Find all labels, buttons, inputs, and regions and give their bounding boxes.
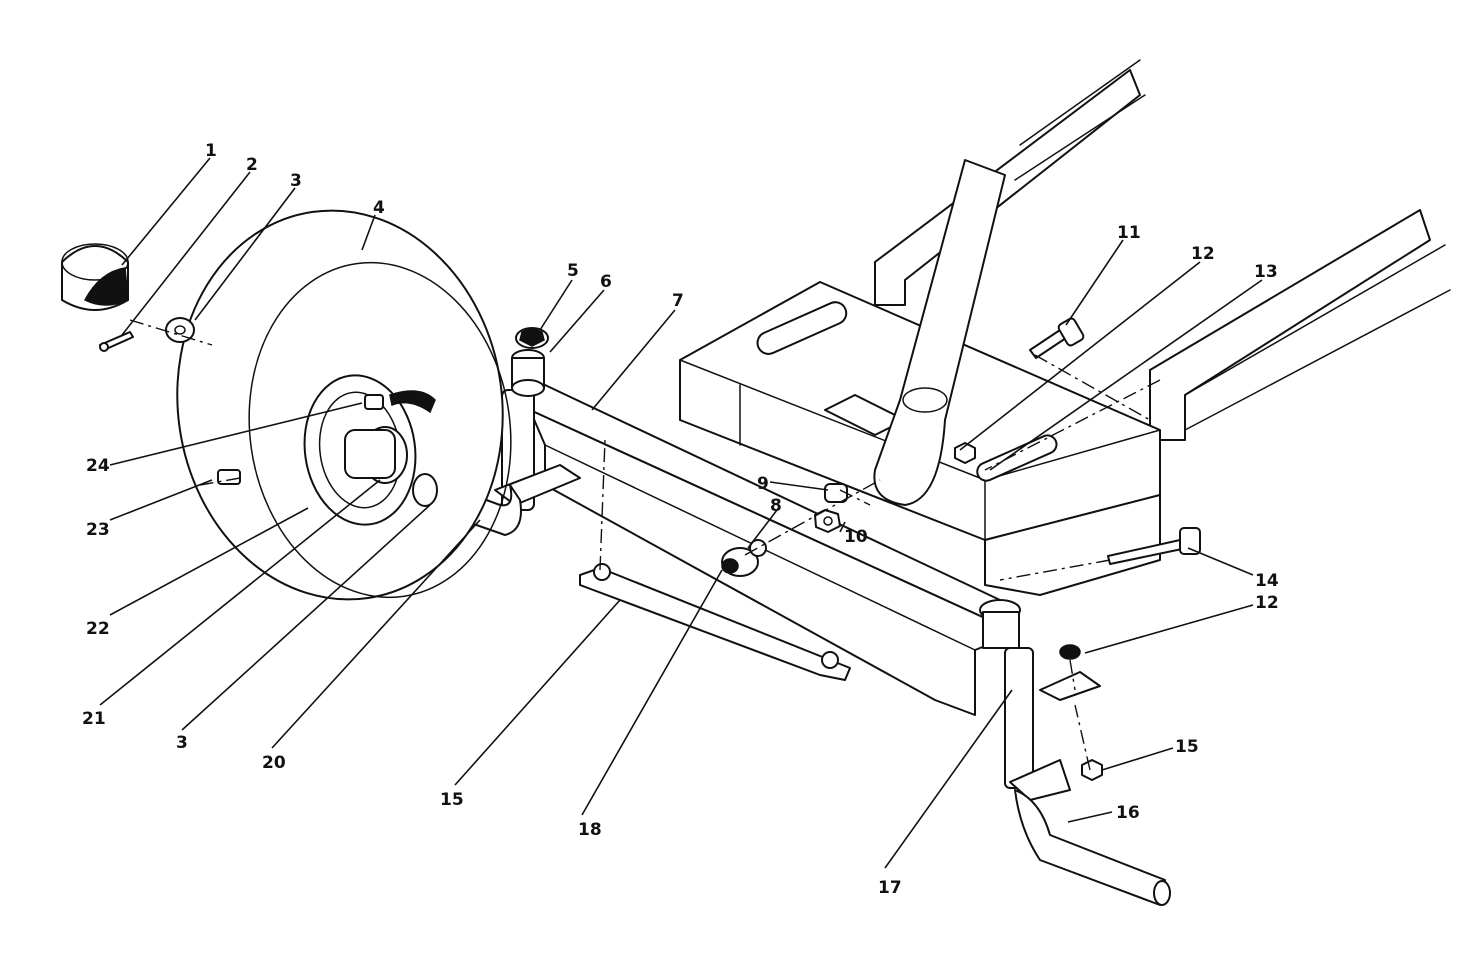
steering-column	[873, 159, 1006, 506]
hub-cap	[61, 243, 129, 311]
callout-17: 17	[878, 878, 902, 898]
callout-12-top: 12	[1191, 244, 1215, 264]
callout-12-bottom: 12	[1255, 593, 1279, 613]
callout-22: 22	[86, 619, 110, 639]
pivot-bushing	[721, 539, 767, 577]
callout-1: 1	[205, 141, 217, 161]
callout-16: 16	[1116, 803, 1140, 823]
callout-2: 2	[246, 155, 258, 175]
callout-11: 11	[1117, 223, 1141, 243]
callout-3-bottom: 3	[176, 733, 188, 753]
callout-15-right: 15	[1175, 737, 1199, 757]
leader-lines	[99, 157, 1263, 869]
callout-20: 20	[262, 753, 286, 773]
tire-wheel	[176, 209, 512, 601]
callout-23: 23	[86, 520, 110, 540]
callout-9: 9	[757, 474, 769, 494]
callout-7: 7	[672, 291, 684, 311]
callout-15-left: 15	[440, 790, 464, 810]
spindle-cap	[515, 327, 549, 349]
frame-nut	[954, 442, 976, 464]
spindle-nut	[1059, 644, 1081, 660]
spindle-right	[979, 599, 1171, 906]
callout-21: 21	[82, 709, 106, 729]
cotter-pin	[99, 331, 134, 352]
spacer	[824, 483, 848, 503]
callout-6: 6	[600, 272, 612, 292]
callout-3-top: 3	[290, 171, 302, 191]
bolt-short	[1029, 317, 1085, 359]
callout-14: 14	[1255, 571, 1279, 591]
valve-stem	[364, 394, 384, 410]
callout-labels: 1 2 3 4 5 6 7 8 9 10 11 12 13 14 12 15 1…	[82, 141, 1279, 898]
callout-18: 18	[578, 820, 602, 840]
callout-5: 5	[567, 261, 579, 281]
callout-8: 8	[770, 496, 782, 516]
bolt-long	[1107, 527, 1201, 565]
callout-10: 10	[844, 527, 868, 547]
grease-fitting	[217, 469, 241, 485]
tie-rod-end-nut	[1081, 759, 1103, 781]
callout-13: 13	[1254, 262, 1278, 282]
alignment-lines	[129, 319, 1161, 771]
callout-4: 4	[373, 198, 385, 218]
callout-24: 24	[86, 456, 110, 476]
washer	[165, 317, 195, 343]
